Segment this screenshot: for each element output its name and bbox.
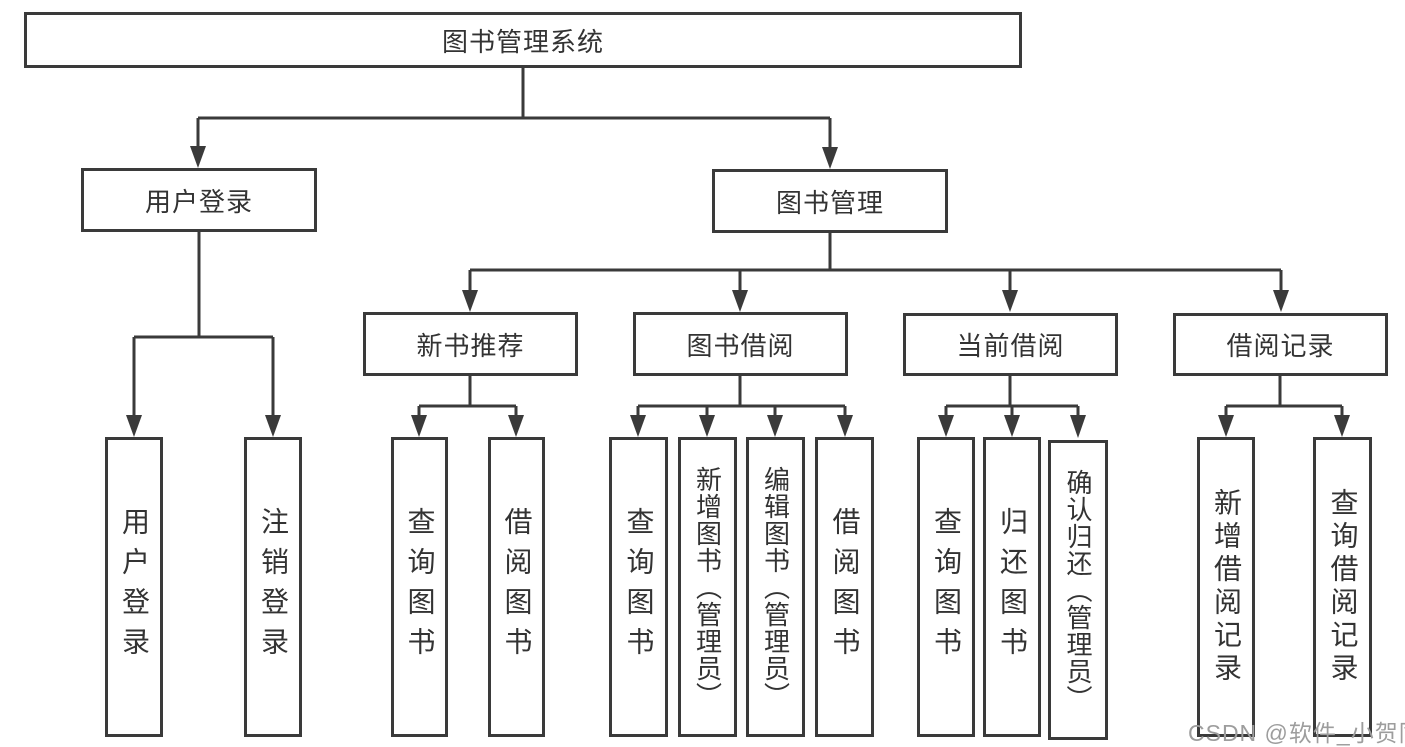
leaf-borrow-books-2-label: 借阅图书: [829, 507, 861, 667]
leaf-query-books-3-label: 查询图书: [931, 507, 962, 667]
leaf-query-books-2: 查询图书: [609, 437, 668, 737]
leaf-query-books-1-label: 查询图书: [404, 507, 436, 667]
leaf-add-borrow-record: 新增借阅记录: [1197, 437, 1255, 737]
leaf-confirm-return-admin-label: 确认归还（管理员）: [1063, 468, 1093, 712]
leaf-edit-book-admin: 编辑图书（管理员）: [746, 437, 805, 737]
leaf-query-books-3: 查询图书: [917, 437, 975, 737]
node-borrow-records: 借阅记录: [1173, 313, 1388, 376]
leaf-edit-book-admin-label: 编辑图书（管理员）: [760, 465, 791, 709]
node-root-system: 图书管理系统: [24, 12, 1022, 68]
leaf-add-borrow-record-label: 新增借阅记录: [1211, 488, 1242, 686]
leaf-logout-login-label: 注销登录: [258, 507, 289, 667]
leaf-borrow-books-1: 借阅图书: [488, 437, 545, 737]
leaf-return-books: 归还图书: [983, 437, 1041, 737]
leaf-logout-login: 注销登录: [244, 437, 302, 737]
node-new-book-recommend: 新书推荐: [363, 312, 578, 376]
leaf-confirm-return-admin: 确认归还（管理员）: [1048, 440, 1108, 740]
node-current-borrow: 当前借阅: [903, 313, 1118, 376]
node-book-management: 图书管理: [712, 169, 948, 233]
node-book-borrow: 图书借阅: [633, 312, 848, 376]
leaf-return-books-label: 归还图书: [997, 507, 1028, 667]
leaf-query-books-1: 查询图书: [391, 437, 448, 737]
node-user-login: 用户登录: [81, 168, 317, 232]
leaf-user-login: 用户登录: [105, 437, 163, 737]
leaf-borrow-books-2: 借阅图书: [815, 437, 874, 737]
leaf-query-borrow-record: 查询借阅记录: [1313, 437, 1372, 737]
leaf-query-books-2-label: 查询图书: [623, 507, 655, 667]
leaf-user-login-label: 用户登录: [119, 507, 150, 667]
leaf-add-book-admin-label: 新增图书（管理员）: [692, 465, 723, 709]
leaf-query-borrow-record-label: 查询借阅记录: [1327, 488, 1359, 686]
watermark: CSDN @软件_小贺同学: [1188, 720, 1405, 746]
leaf-borrow-books-1-label: 借阅图书: [501, 507, 533, 667]
leaf-add-book-admin: 新增图书（管理员）: [678, 437, 737, 737]
